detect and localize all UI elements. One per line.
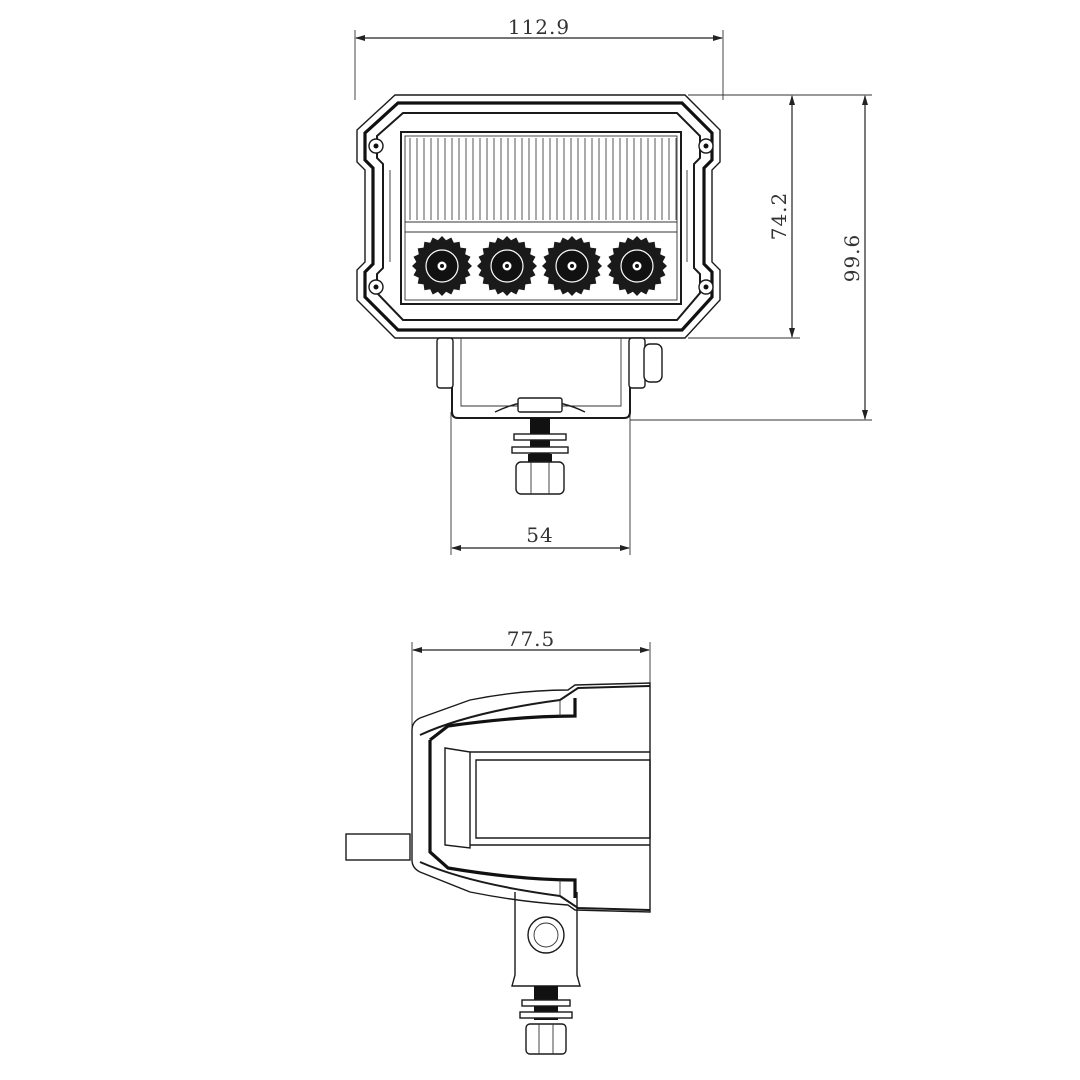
dimension-label-lens-height: 74.2: [767, 192, 791, 241]
led-lens-icon: [412, 236, 472, 296]
dimension-label-overall-width: 112.9: [508, 15, 570, 39]
dimension-label-bracket-width: 54: [526, 523, 553, 547]
lens-window: [400, 131, 682, 305]
bracket-bolt-left: [436, 337, 454, 389]
dimension-label-depth: 77.5: [507, 627, 556, 651]
led-array: [412, 236, 667, 296]
dimension-overall-height: 99.6: [630, 94, 872, 421]
power-cable: [345, 833, 411, 861]
bracket-knob: [643, 343, 663, 383]
side-housing: [411, 682, 651, 913]
dimension-depth: 77.5: [411, 627, 651, 740]
dimension-lens-height: 74.2: [688, 94, 800, 339]
reflector-ribs: [409, 138, 677, 220]
dimension-bracket-width: 54: [450, 412, 631, 555]
hex-nut: [515, 461, 565, 495]
led-lens-icon: [542, 236, 602, 296]
bracket-bolt-right: [628, 337, 646, 389]
led-lens-icon: [607, 236, 667, 296]
dimension-label-overall-height: 99.6: [840, 234, 864, 283]
hex-nut: [525, 1023, 567, 1055]
pivot-bolt: [527, 916, 565, 954]
side-bracket: [511, 892, 581, 987]
front-view: 112.9 74.2 99.6 54: [354, 15, 872, 555]
led-lens-icon: [477, 236, 537, 296]
corner-screw-icons: [368, 138, 714, 295]
dimension-overall-width: 112.9: [354, 15, 724, 100]
mounting-bracket: [436, 337, 663, 419]
mounting-stud: [511, 418, 569, 495]
side-view: 77.5: [345, 627, 651, 1055]
side-mounting-stud: [519, 986, 573, 1055]
